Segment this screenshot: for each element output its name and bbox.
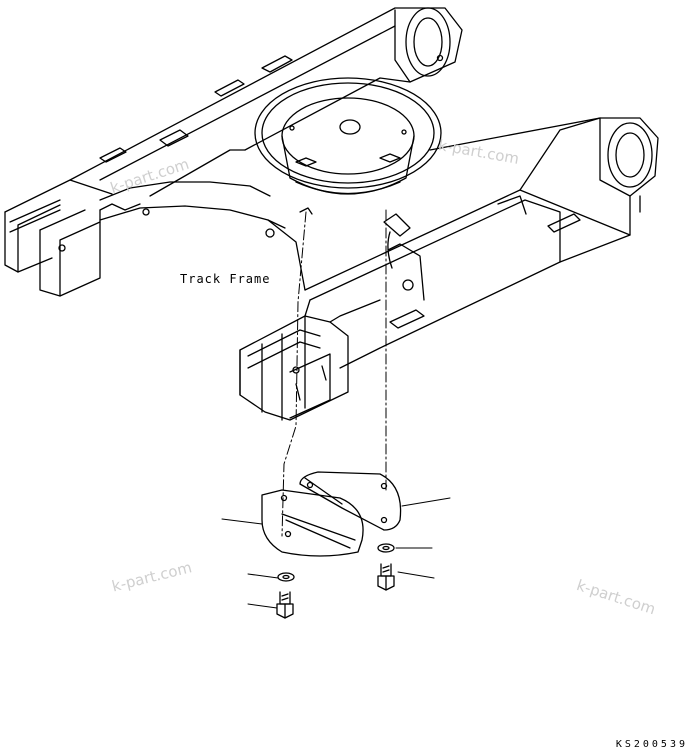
track-frame bbox=[4, 7, 659, 421]
cover-plates bbox=[261, 471, 402, 557]
track-frame-label: Track Frame bbox=[180, 272, 271, 286]
cover-plate-left bbox=[261, 489, 364, 557]
washer-right bbox=[377, 543, 395, 553]
drawing-code: KS200539 bbox=[615, 739, 688, 750]
fasteners bbox=[276, 543, 395, 619]
bolt-right bbox=[377, 563, 395, 591]
alignment-line-left bbox=[281, 211, 307, 537]
leader-lines bbox=[221, 497, 451, 609]
bolt-left bbox=[276, 591, 294, 619]
cover-plate-right bbox=[299, 471, 402, 531]
washer-left bbox=[277, 572, 295, 582]
alignment-lines bbox=[281, 209, 387, 537]
